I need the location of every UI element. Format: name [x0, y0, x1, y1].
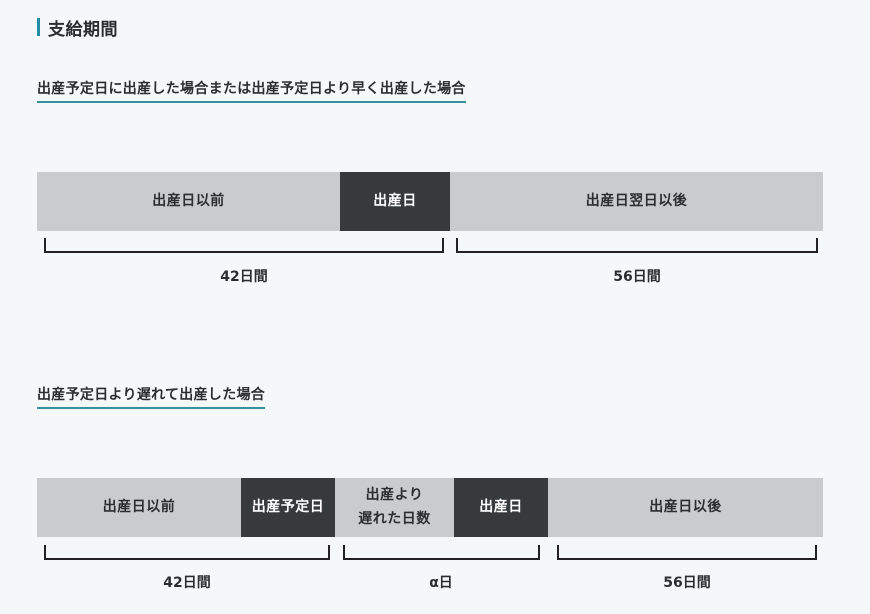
case1-bracket-label-42: 42日間 [220, 269, 268, 285]
case1-segment-after-birth: 出産日翌日以後 [450, 172, 823, 231]
case2-bracket-label-alpha: α日 [429, 575, 453, 591]
case2-bracket-56-days [557, 545, 817, 560]
case2-segment-before-birth: 出産日以前 [37, 478, 241, 537]
section-heading: 支給期間 [37, 14, 118, 40]
case2-bracket-alpha-days [343, 545, 540, 560]
case2-bracket-label-56: 56日間 [663, 575, 711, 591]
case2-delay-line2: 遅れた日数 [358, 510, 431, 527]
case2-timeline: 出産日以前 出産予定日 出産より 遅れた日数 出産日 出産日以後 [37, 478, 823, 537]
case1-segment-birth-day: 出産日 [340, 172, 450, 231]
case2-title: 出産予定日より遅れて出産した場合 [37, 384, 266, 409]
case1-timeline: 出産日以前 出産日 出産日翌日以後 [37, 172, 823, 231]
case1-title: 出産予定日に出産した場合または出産予定日より早く出産した場合 [37, 78, 466, 103]
case2-delay-line1: 出産より [365, 486, 424, 503]
case2-bracket-label-42: 42日間 [163, 575, 211, 591]
case2-segment-after-birth: 出産日以後 [548, 478, 823, 537]
heading-title: 支給期間 [48, 19, 118, 40]
case1-bracket-label-56: 56日間 [613, 269, 661, 285]
case2-segment-delay-days: 出産より 遅れた日数 [335, 478, 454, 537]
case1-bracket-56-days [456, 238, 818, 253]
case2-segment-due-date: 出産予定日 [241, 478, 335, 537]
case1-segment-before-birth: 出産日以前 [37, 172, 340, 231]
case2-bracket-42-days [44, 545, 330, 560]
case2-segment-birth-day: 出産日 [454, 478, 548, 537]
case1-bracket-42-days [44, 238, 444, 253]
heading-accent-bar [37, 18, 40, 36]
